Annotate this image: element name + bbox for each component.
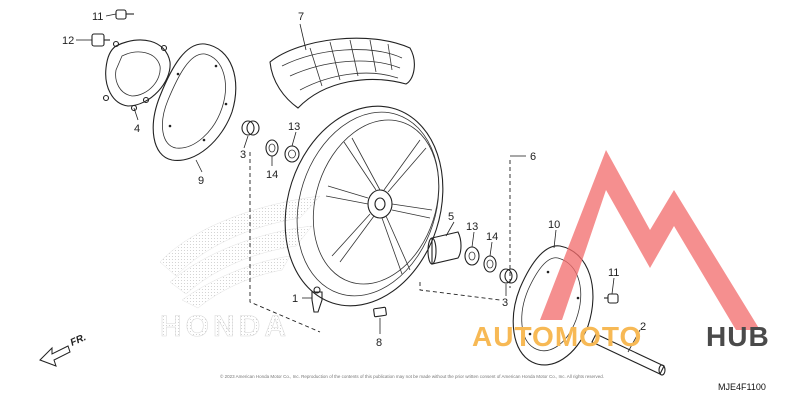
- front-axle: [591, 333, 666, 376]
- hub-spacer: [427, 231, 462, 265]
- callout-10: 10: [548, 219, 560, 231]
- fr-label: FR.: [69, 332, 88, 349]
- automotohub-logo-mark: [540, 150, 760, 330]
- callout-2: 2: [640, 321, 646, 333]
- bolt-left: [115, 9, 134, 20]
- disc-carrier: [102, 39, 171, 112]
- callout-3-left: 3: [240, 149, 246, 161]
- callout-11-left: 11: [92, 11, 103, 23]
- tire: [269, 37, 415, 109]
- callout-6: 6: [530, 151, 536, 163]
- callout-14-left: 14: [266, 169, 278, 181]
- watermark-text-left: AUTOMOTO: [472, 321, 642, 352]
- bearing-right: [464, 246, 480, 266]
- callout-3-right: 3: [502, 297, 508, 309]
- honda-wordmark: HONDA: [160, 310, 290, 343]
- callout-14-right: 14: [486, 231, 498, 243]
- part-callouts: 11 12 4 9 7 3 13 14 6 5 13 14 3 10 11 2 …: [62, 11, 646, 349]
- callout-9: 9: [198, 175, 204, 187]
- callout-13-right: 13: [466, 221, 478, 233]
- leader-lines: [76, 13, 641, 353]
- dust-seal-left: [265, 139, 279, 157]
- bearing-left: [284, 145, 300, 163]
- copyright-notice: © 2023 American Honda Motor Co., Inc. Re…: [220, 373, 604, 379]
- brake-disc-left: [152, 43, 237, 161]
- valve-stem: [311, 286, 323, 313]
- bolt-right: [604, 293, 619, 304]
- spacer-left: [241, 120, 260, 136]
- spacer-right: [499, 268, 518, 284]
- diagram-code: MJE4F1100: [718, 382, 766, 392]
- callout-7: 7: [298, 11, 304, 23]
- wheel-rim: [284, 105, 444, 307]
- dust-seal-right: [483, 255, 497, 273]
- callout-8: 8: [376, 337, 382, 349]
- watermark-text-right: HUB: [706, 321, 770, 352]
- front-direction-arrow: FR.: [39, 332, 88, 367]
- callout-5: 5: [448, 211, 454, 223]
- callout-4: 4: [134, 123, 140, 135]
- callout-11-right: 11: [608, 267, 619, 279]
- callout-1: 1: [292, 293, 298, 305]
- callout-12: 12: [62, 35, 74, 47]
- honda-background-logo: HONDA: [159, 195, 321, 343]
- balance-weight: [373, 306, 387, 318]
- flange-bolt-left: [91, 33, 110, 47]
- automotohub-watermark: AUTOMOTO HUB: [472, 321, 770, 352]
- assembly-boundary: [249, 152, 511, 333]
- brake-disc-right: [512, 245, 594, 366]
- callout-13-left: 13: [288, 121, 300, 133]
